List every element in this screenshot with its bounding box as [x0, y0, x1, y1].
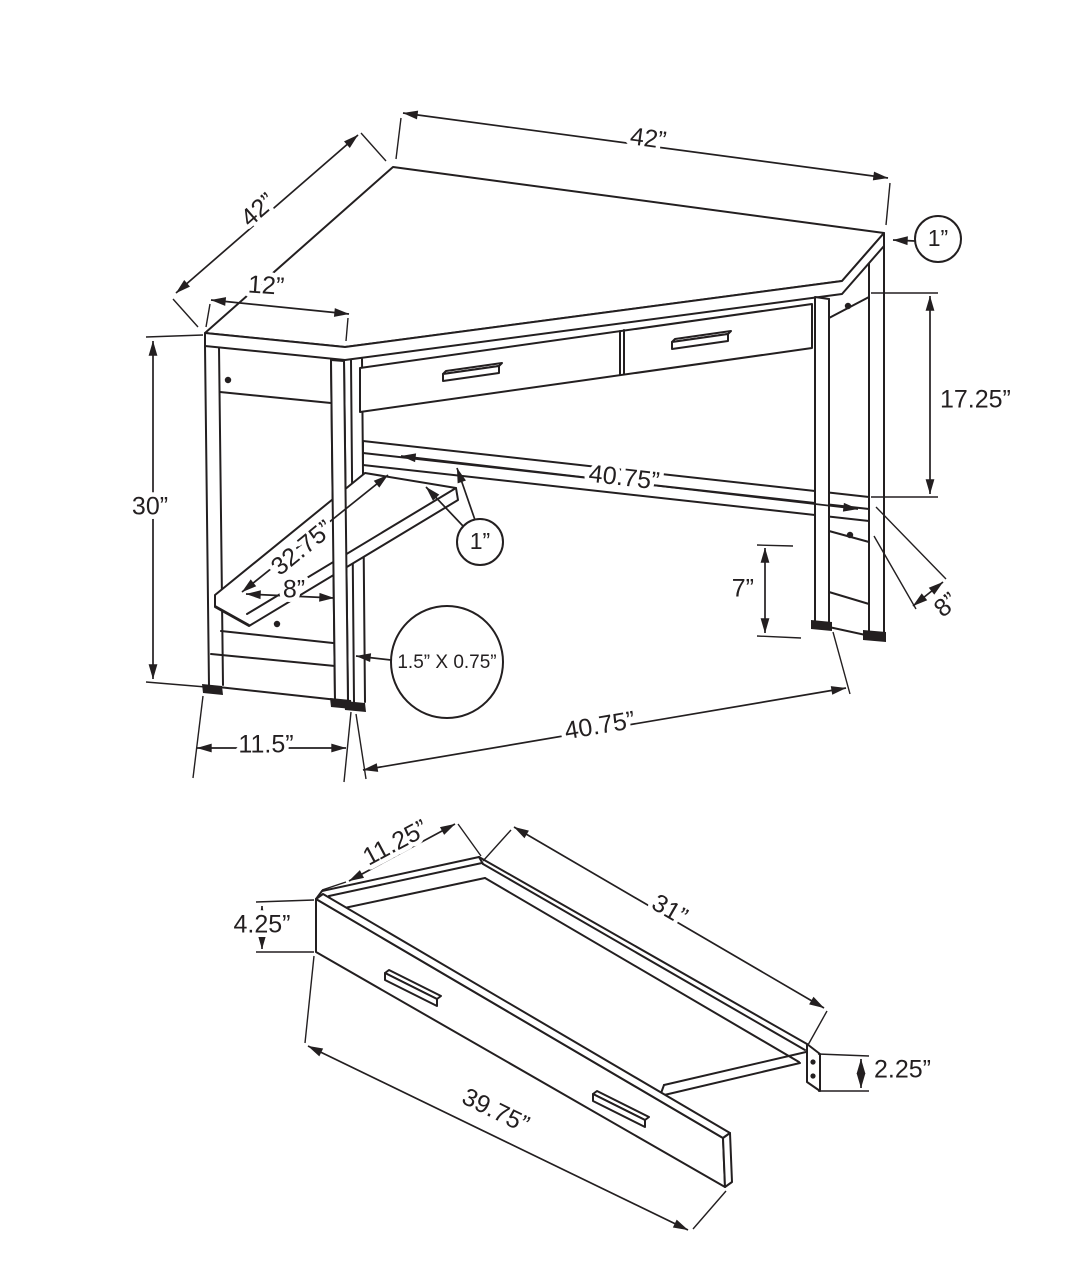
- dim-label-right-shelf-depth: 8”: [929, 587, 964, 623]
- desk-figure: 42” 42” 12” 1”: [127, 110, 1015, 783]
- dim-apron-clearance: 17.25”: [871, 292, 1015, 498]
- dim-label-side-height: 2.25”: [874, 1056, 931, 1084]
- dim-right-shelf-depth: 8”: [873, 506, 968, 627]
- drawer-outline: [315, 856, 821, 1188]
- desk-top: [204, 166, 885, 361]
- dim-inner-length: 31”: [482, 826, 828, 1046]
- dim-label-top-thickness: 1”: [928, 225, 948, 251]
- desk-outline: [202, 166, 886, 712]
- desk-right-frame-front-post: [814, 296, 830, 625]
- drawer-handle: [442, 362, 503, 382]
- dim-label-inner-depth: 11.25”: [358, 814, 432, 871]
- dim-overall-height: 30”: [127, 334, 207, 688]
- drawer-handle: [671, 330, 732, 350]
- dim-label-apron-clearance: 17.25”: [940, 386, 1011, 414]
- dim-frame-tube-callout: 1.5” X 0.75”: [355, 605, 504, 719]
- dim-inner-depth: 11.25”: [321, 810, 482, 891]
- dim-label-shelf-thickness: 1”: [470, 528, 490, 554]
- drawer-end-wall-right: [659, 1043, 821, 1097]
- dim-shelf-floor-gap: 7”: [727, 544, 802, 639]
- dim-label-corner-shelf-depth: 8”: [283, 576, 305, 604]
- dim-label-inner-length: 31”: [647, 889, 692, 931]
- drawer-dimensions: 11.25” 4.25” 31” 2.25”: [229, 810, 935, 1231]
- drawer-front-panel: [315, 893, 733, 1188]
- dim-side-height: 2.25”: [817, 1051, 935, 1092]
- dim-side-frame-width: 11.5”: [192, 695, 352, 783]
- dim-label-front-height: 4.25”: [234, 911, 291, 939]
- drawer-handle: [384, 969, 442, 1007]
- dim-corner-shelf-depth: 8”: [245, 571, 335, 608]
- dim-label-side-depth: 12”: [247, 270, 285, 300]
- dim-label-frame-tube: 1.5” X 0.75”: [397, 652, 496, 673]
- dim-shelf-length: 40.75”: [400, 453, 859, 512]
- dim-label-front-length: 39.75”: [458, 1083, 534, 1139]
- dim-front-height: 4.25”: [229, 899, 315, 953]
- dim-label-overall-height: 30”: [132, 493, 168, 521]
- dim-top-thickness-callout: 1”: [892, 215, 962, 263]
- desk-feet: [202, 620, 886, 712]
- drawer-figure: 11.25” 4.25” 31” 2.25”: [229, 810, 935, 1231]
- dim-label-top-edge-left: 42”: [235, 188, 281, 233]
- dim-label-top-edge-right: 42”: [628, 122, 668, 155]
- dim-label-shelf-floor-gap: 7”: [732, 575, 754, 603]
- dim-label-side-frame-width: 11.5”: [238, 731, 293, 759]
- desk-drawer-apron: [359, 303, 813, 413]
- dim-label-floor-span: 40.75”: [562, 706, 637, 745]
- dim-shelf-thickness-callout: 1”: [425, 467, 504, 566]
